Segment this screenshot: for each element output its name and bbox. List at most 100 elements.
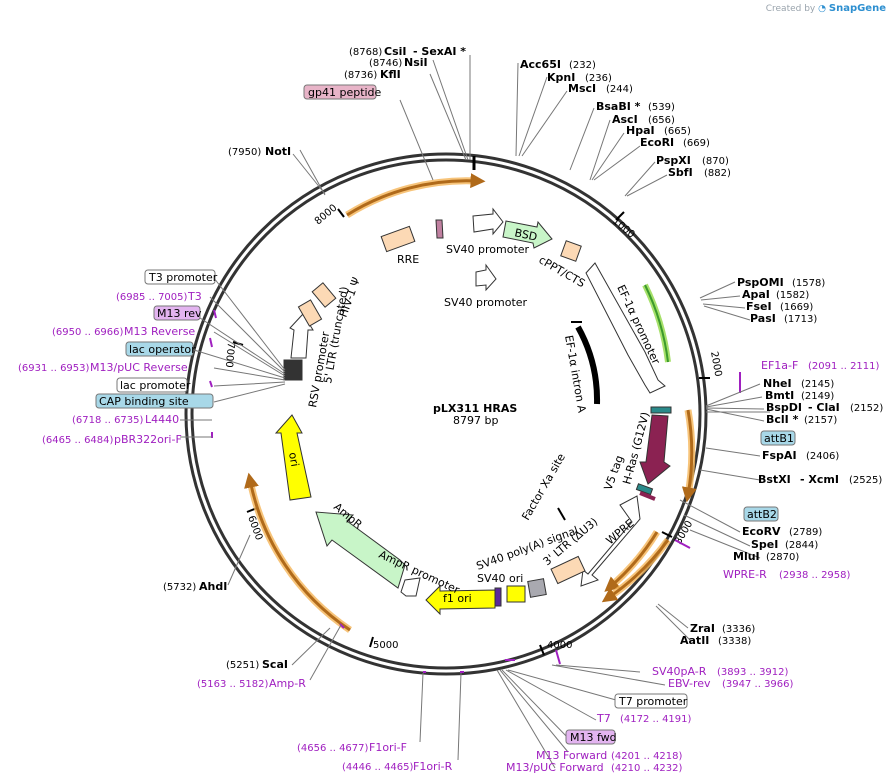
enz-name-apai: ApaI — [742, 288, 770, 301]
snapgene-logo-icon: ◔ — [818, 4, 826, 14]
tick-4000: 4000 — [547, 640, 572, 651]
primer-name-t3: T3 — [187, 290, 202, 303]
enz-name-ecori: EcoRI — [640, 136, 674, 149]
leader-lines — [180, 55, 770, 769]
tick-mark-5000 — [369, 636, 374, 648]
ef1a-promoter-arc-line — [644, 284, 669, 363]
enz-pos-pspxi: (870) — [702, 156, 729, 167]
attb1-label: attB1 — [764, 432, 794, 445]
primer-mark-wpre-r — [674, 539, 691, 549]
factor-xa-mark — [557, 507, 566, 521]
primer-mark-l4440 — [209, 380, 213, 388]
ef1a-promoter-arrow — [585, 262, 666, 394]
tick-mark-8000 — [337, 208, 345, 218]
enz-pos-fsei: (1669) — [780, 302, 813, 313]
lac-promoter-box — [116, 377, 188, 393]
primer-pos-m13-reverse: (6950 .. 6966) — [52, 327, 124, 338]
leader-sv40pa — [551, 664, 666, 686]
lac-operator-label: lac operator — [129, 343, 196, 356]
primer-name-m13puc-forward: M13/pUC Forward — [506, 761, 604, 774]
enz-pos-csii: (8768) — [349, 47, 382, 58]
ltr5-box — [283, 359, 303, 381]
snapgene-credit: Created by ◔ SnapGene — [766, 3, 886, 14]
attb2-marker — [635, 483, 654, 496]
m13-fwd-label: M13 fwd — [570, 731, 617, 744]
cppt-box — [560, 240, 582, 262]
primer-pos-wpre-r: (2938 .. 2958) — [779, 570, 851, 581]
enz-pos-apai: (1582) — [776, 290, 809, 301]
plasmid-name: pLX311 HRAS — [433, 402, 517, 415]
primer-pos-m13puc-reverse: (6931 .. 6953) — [18, 363, 90, 374]
primer-mark-t3 — [213, 309, 217, 319]
tick-8000: 8000 — [313, 203, 340, 228]
hiv-psi-box — [297, 299, 323, 327]
ori-label: ori — [286, 451, 301, 467]
enz-name-spei: SpeI — [751, 538, 778, 551]
cap-site-label: CAP binding site — [99, 395, 189, 408]
primer-pos-l4440: (6718 .. 6735) — [72, 415, 144, 426]
enz-pos-bcli: (2157) — [804, 415, 837, 426]
rre-box — [380, 225, 416, 253]
enz-pos-kpni: (236) — [585, 73, 612, 84]
enz-name-mlui: MluI — [733, 550, 760, 563]
orf-arc-right-line — [681, 409, 697, 503]
enz-pos-ahdi: (5732) — [163, 582, 196, 593]
enz-pos-pasi: (1713) — [784, 314, 817, 325]
leader-bsabi — [569, 107, 641, 181]
ori-arrow — [274, 414, 312, 501]
enz-name-hpai: HpaI — [626, 124, 655, 137]
primer-pos-f1ori-r: (4446 .. 4465) — [342, 762, 414, 773]
primer-pos-f1ori-f: (4656 .. 4677) — [297, 743, 369, 754]
primer-name-ef1a-f: EF1a-F — [761, 359, 798, 372]
enz-pos-bstxi: (2525) — [849, 475, 882, 486]
enz-pos-nsii: (8746) — [369, 58, 402, 69]
primer-labels: EF1a-F (2091 .. 2111) WPRE-R (2938 .. 29… — [18, 290, 880, 774]
leader-top-cluster — [299, 55, 471, 196]
leader-fspai — [699, 411, 770, 481]
enz-pos-ecori: (669) — [683, 138, 710, 149]
primer-name-m13-reverse: M13 Reverse — [124, 325, 195, 338]
primer-pos-m13-forward: (4201 .. 4218) — [611, 751, 683, 762]
enz-name-pspxi: PspXI — [656, 154, 691, 167]
lox-marker — [494, 587, 502, 607]
enz-name-fsei: FseI — [746, 300, 772, 313]
enz-pos-hpai: (665) — [664, 126, 691, 137]
cppt-label: cPPT/CTS — [537, 253, 588, 290]
primer-pos-t3: (6985 .. 7005) — [116, 292, 188, 303]
rre-label: RRE — [397, 253, 419, 266]
attb1-marker — [650, 406, 672, 414]
sv40-promoter-1-label: SV40 promoter — [446, 243, 530, 256]
enz-pos-spei: (2844) — [785, 540, 818, 551]
enz-pos-kfli: (8736) — [344, 70, 377, 81]
primer-mark-m13-rev — [209, 337, 213, 348]
enz-pos-bspdi: (2152) — [850, 403, 883, 414]
features: BSD f1 ori ori — [274, 207, 672, 616]
v5-tag-marker — [639, 491, 656, 501]
backbone-inner — [190, 158, 702, 670]
gp41-marker — [435, 219, 444, 239]
enz-name-bsabi: BsaBI * — [596, 100, 641, 113]
leader-f1ori — [419, 672, 462, 761]
m13-fwd-box — [565, 729, 616, 745]
leader-pspomi — [699, 281, 751, 321]
f1ori-arrow — [425, 584, 496, 616]
enz-name-nsii: NsiI — [404, 56, 428, 69]
orf-arc-lower-2-line — [601, 539, 670, 603]
t3-promoter-box — [144, 269, 216, 285]
leader-acc65i — [515, 62, 568, 157]
enz-pos-pspomi: (1578) — [792, 278, 825, 289]
tick-7000: 7000 — [223, 342, 236, 368]
bsd-arrow — [502, 220, 553, 249]
orf-arc-top-line — [346, 173, 486, 217]
gp41-box — [303, 84, 377, 100]
leader-nhei — [705, 383, 765, 422]
tick-mark-1000 — [615, 211, 625, 221]
primer-marks — [209, 309, 741, 673]
enz-pos-ecorv: (2789) — [789, 527, 822, 538]
hras-arrow — [639, 414, 671, 485]
enz-pos-asci: (656) — [648, 115, 675, 126]
credit-prefix: Created by — [765, 4, 816, 14]
tick-5000: 5000 — [373, 640, 398, 651]
plasmid-length: 8797 bp — [453, 414, 498, 427]
enz-name-noti: NotI — [265, 145, 291, 158]
